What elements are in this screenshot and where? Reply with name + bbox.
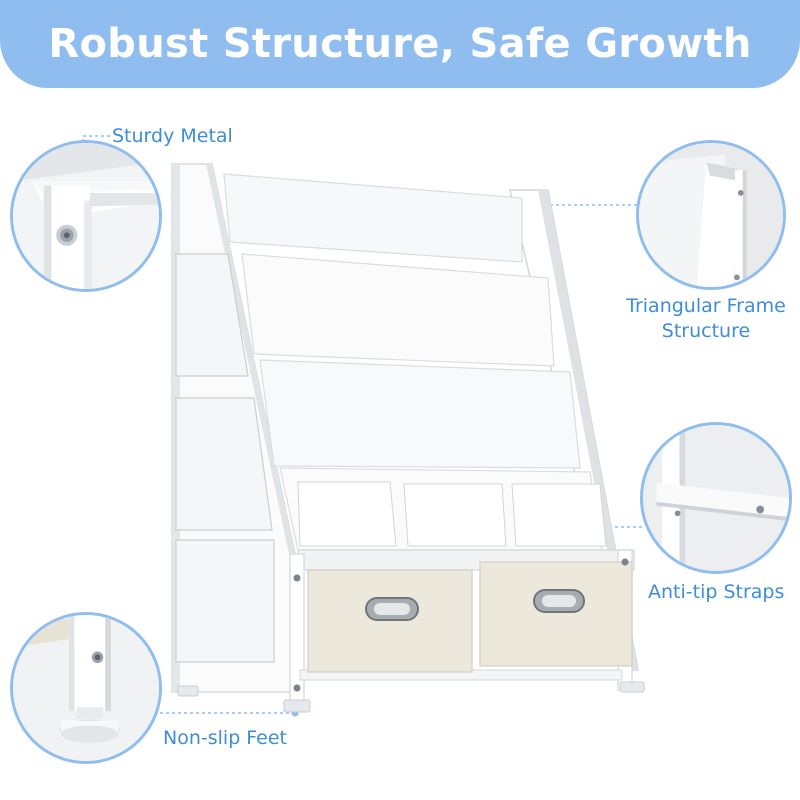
side-pocket-bottom [175, 539, 275, 663]
detail-circle-triangular-frame [636, 140, 786, 290]
page-title: Robust Structure, Safe Growth [48, 21, 752, 67]
detail-circle-non-slip [10, 612, 162, 764]
label-triangular-line1: Triangular Frame [626, 295, 786, 317]
storage-bin-left [307, 569, 473, 673]
detail-circle-sturdy-metal [10, 140, 162, 292]
label-triangular-line2: Structure [661, 320, 751, 342]
label-non-slip-feet: Non-slip Feet [163, 727, 288, 749]
side-pocket-middle [175, 397, 273, 531]
detail-circle-anti-tip [640, 422, 792, 574]
side-pocket-top [175, 253, 249, 377]
title-banner: Robust Structure, Safe Growth [0, 0, 800, 88]
label-sturdy-metal: Sturdy Metal [112, 125, 233, 147]
storage-bin-right [479, 561, 633, 667]
label-triangular-frame: Triangular Frame Structure [620, 294, 792, 344]
label-anti-tip-straps: Anti-tip Straps [648, 581, 785, 603]
bookshelf-illustration [150, 150, 670, 720]
